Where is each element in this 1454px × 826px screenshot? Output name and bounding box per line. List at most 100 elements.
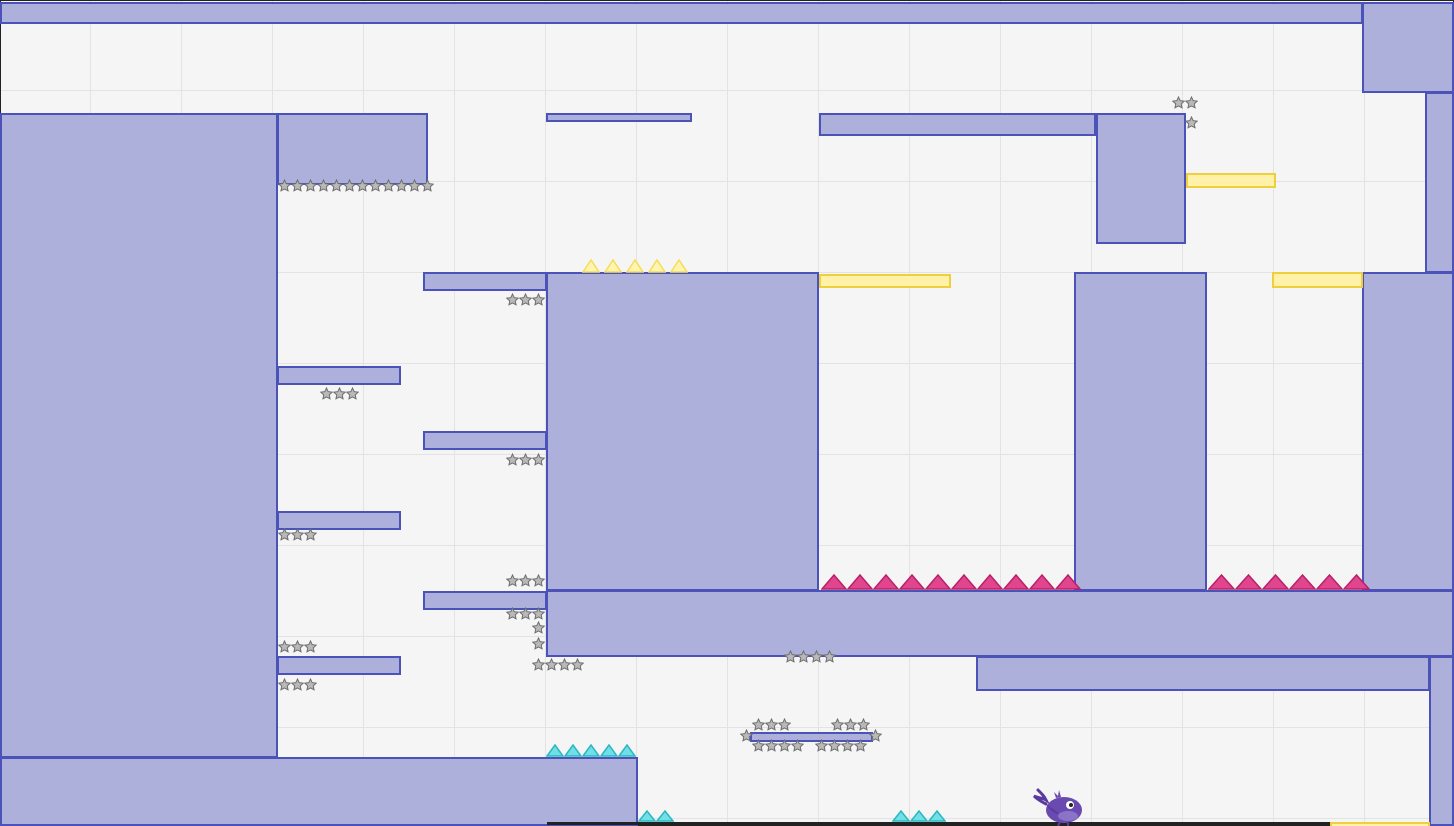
star-icon xyxy=(278,528,291,541)
star-icon xyxy=(1185,96,1198,109)
yellow-platform-2 xyxy=(819,274,951,288)
star-icon xyxy=(532,621,545,634)
star-icon xyxy=(857,718,870,731)
spike-row-cyan-3 xyxy=(892,810,946,822)
upper-left-ledge-block xyxy=(277,113,428,185)
star-row-platform-top-b xyxy=(831,718,870,731)
ledge-right-1 xyxy=(423,272,547,291)
top-right-block xyxy=(1362,2,1454,93)
spike-icon xyxy=(821,574,847,590)
spike-icon xyxy=(564,744,582,757)
star-icon xyxy=(532,637,545,650)
ceiling-block xyxy=(0,2,1363,24)
star-icon xyxy=(278,640,291,653)
star-icon xyxy=(320,387,333,400)
star-icon xyxy=(506,293,519,306)
star-row-above-ledge-left-3 xyxy=(278,640,317,653)
spike-icon xyxy=(951,574,977,590)
left-tower-block xyxy=(0,113,278,758)
spike-icon xyxy=(670,259,688,273)
star-icon xyxy=(330,179,343,192)
spike-row-magenta-1 xyxy=(821,574,1081,590)
star-icon xyxy=(532,658,545,671)
spike-row-cyan-1 xyxy=(546,744,636,757)
star-icon xyxy=(869,729,882,742)
star-icon xyxy=(797,650,810,663)
spike-icon xyxy=(925,574,951,590)
spike-icon xyxy=(1262,574,1289,590)
star-icon xyxy=(532,293,545,306)
star-icon xyxy=(333,387,346,400)
hanging-pillar xyxy=(1096,113,1186,244)
star-platform-left xyxy=(740,729,753,742)
ledge-right-2 xyxy=(423,431,547,450)
star-icon xyxy=(1172,96,1185,109)
star-icon xyxy=(519,293,532,306)
star-row-ledge-right-1 xyxy=(506,293,545,306)
spike-icon xyxy=(604,259,622,273)
yellow-platform-3 xyxy=(1272,272,1363,288)
spike-icon xyxy=(1208,574,1235,590)
star-icon xyxy=(506,607,519,620)
star-row-ledge-left-2 xyxy=(278,528,317,541)
star-icon xyxy=(854,739,867,752)
star-row-below-ledge-left-3 xyxy=(278,678,317,691)
spike-icon xyxy=(546,744,564,757)
star-row-under-floor xyxy=(784,650,836,663)
thin-upper-platform xyxy=(546,113,692,122)
spike-icon xyxy=(1055,574,1081,590)
ledge-left-3 xyxy=(277,656,401,675)
whale-player-icon[interactable] xyxy=(1032,786,1086,826)
spike-icon xyxy=(1029,574,1055,590)
star-icon xyxy=(831,718,844,731)
spike-icon xyxy=(600,744,618,757)
floating-small-platform xyxy=(750,732,873,742)
spike-icon xyxy=(1343,574,1370,590)
star-row-ledge-left-1 xyxy=(320,387,359,400)
star-icon xyxy=(844,718,857,731)
star-icon xyxy=(506,453,519,466)
star-icon xyxy=(765,739,778,752)
star-icon xyxy=(784,650,797,663)
star-icon xyxy=(823,650,836,663)
ground-line xyxy=(547,822,1427,825)
star-row-lower-left xyxy=(532,658,584,671)
spike-icon xyxy=(582,259,600,273)
spike-icon xyxy=(648,259,666,273)
star-col-1 xyxy=(532,621,545,634)
spike-icon xyxy=(1316,574,1343,590)
star-icon xyxy=(291,678,304,691)
ledge-left-2 xyxy=(277,511,401,530)
spike-icon xyxy=(638,810,656,822)
spike-icon xyxy=(1235,574,1262,590)
star-icon xyxy=(571,658,584,671)
spike-icon xyxy=(618,744,636,757)
star-icon xyxy=(532,453,545,466)
star-icon xyxy=(752,739,765,752)
star-icon xyxy=(810,650,823,663)
star-row-under-upper-ledge xyxy=(278,179,434,192)
star-icon xyxy=(343,179,356,192)
star-row-platform-bottom-b xyxy=(815,739,867,752)
star-icon xyxy=(532,607,545,620)
star-icon xyxy=(532,574,545,587)
star-icon xyxy=(278,179,291,192)
star-platform-right xyxy=(869,729,882,742)
star-icon xyxy=(519,607,532,620)
spike-icon xyxy=(899,574,925,590)
star-icon xyxy=(558,658,571,671)
star-icon xyxy=(291,179,304,192)
star-icon xyxy=(765,718,778,731)
spike-icon xyxy=(1003,574,1029,590)
star-icon xyxy=(1185,116,1198,129)
spike-icon xyxy=(847,574,873,590)
star-icon xyxy=(278,678,291,691)
ledge-left-1 xyxy=(277,366,401,385)
star-icon xyxy=(304,179,317,192)
right-wall-lower xyxy=(1429,656,1454,826)
star-icon xyxy=(291,640,304,653)
star-row-platform-bottom-a xyxy=(752,739,804,752)
star-icon xyxy=(778,739,791,752)
star-icon xyxy=(828,739,841,752)
